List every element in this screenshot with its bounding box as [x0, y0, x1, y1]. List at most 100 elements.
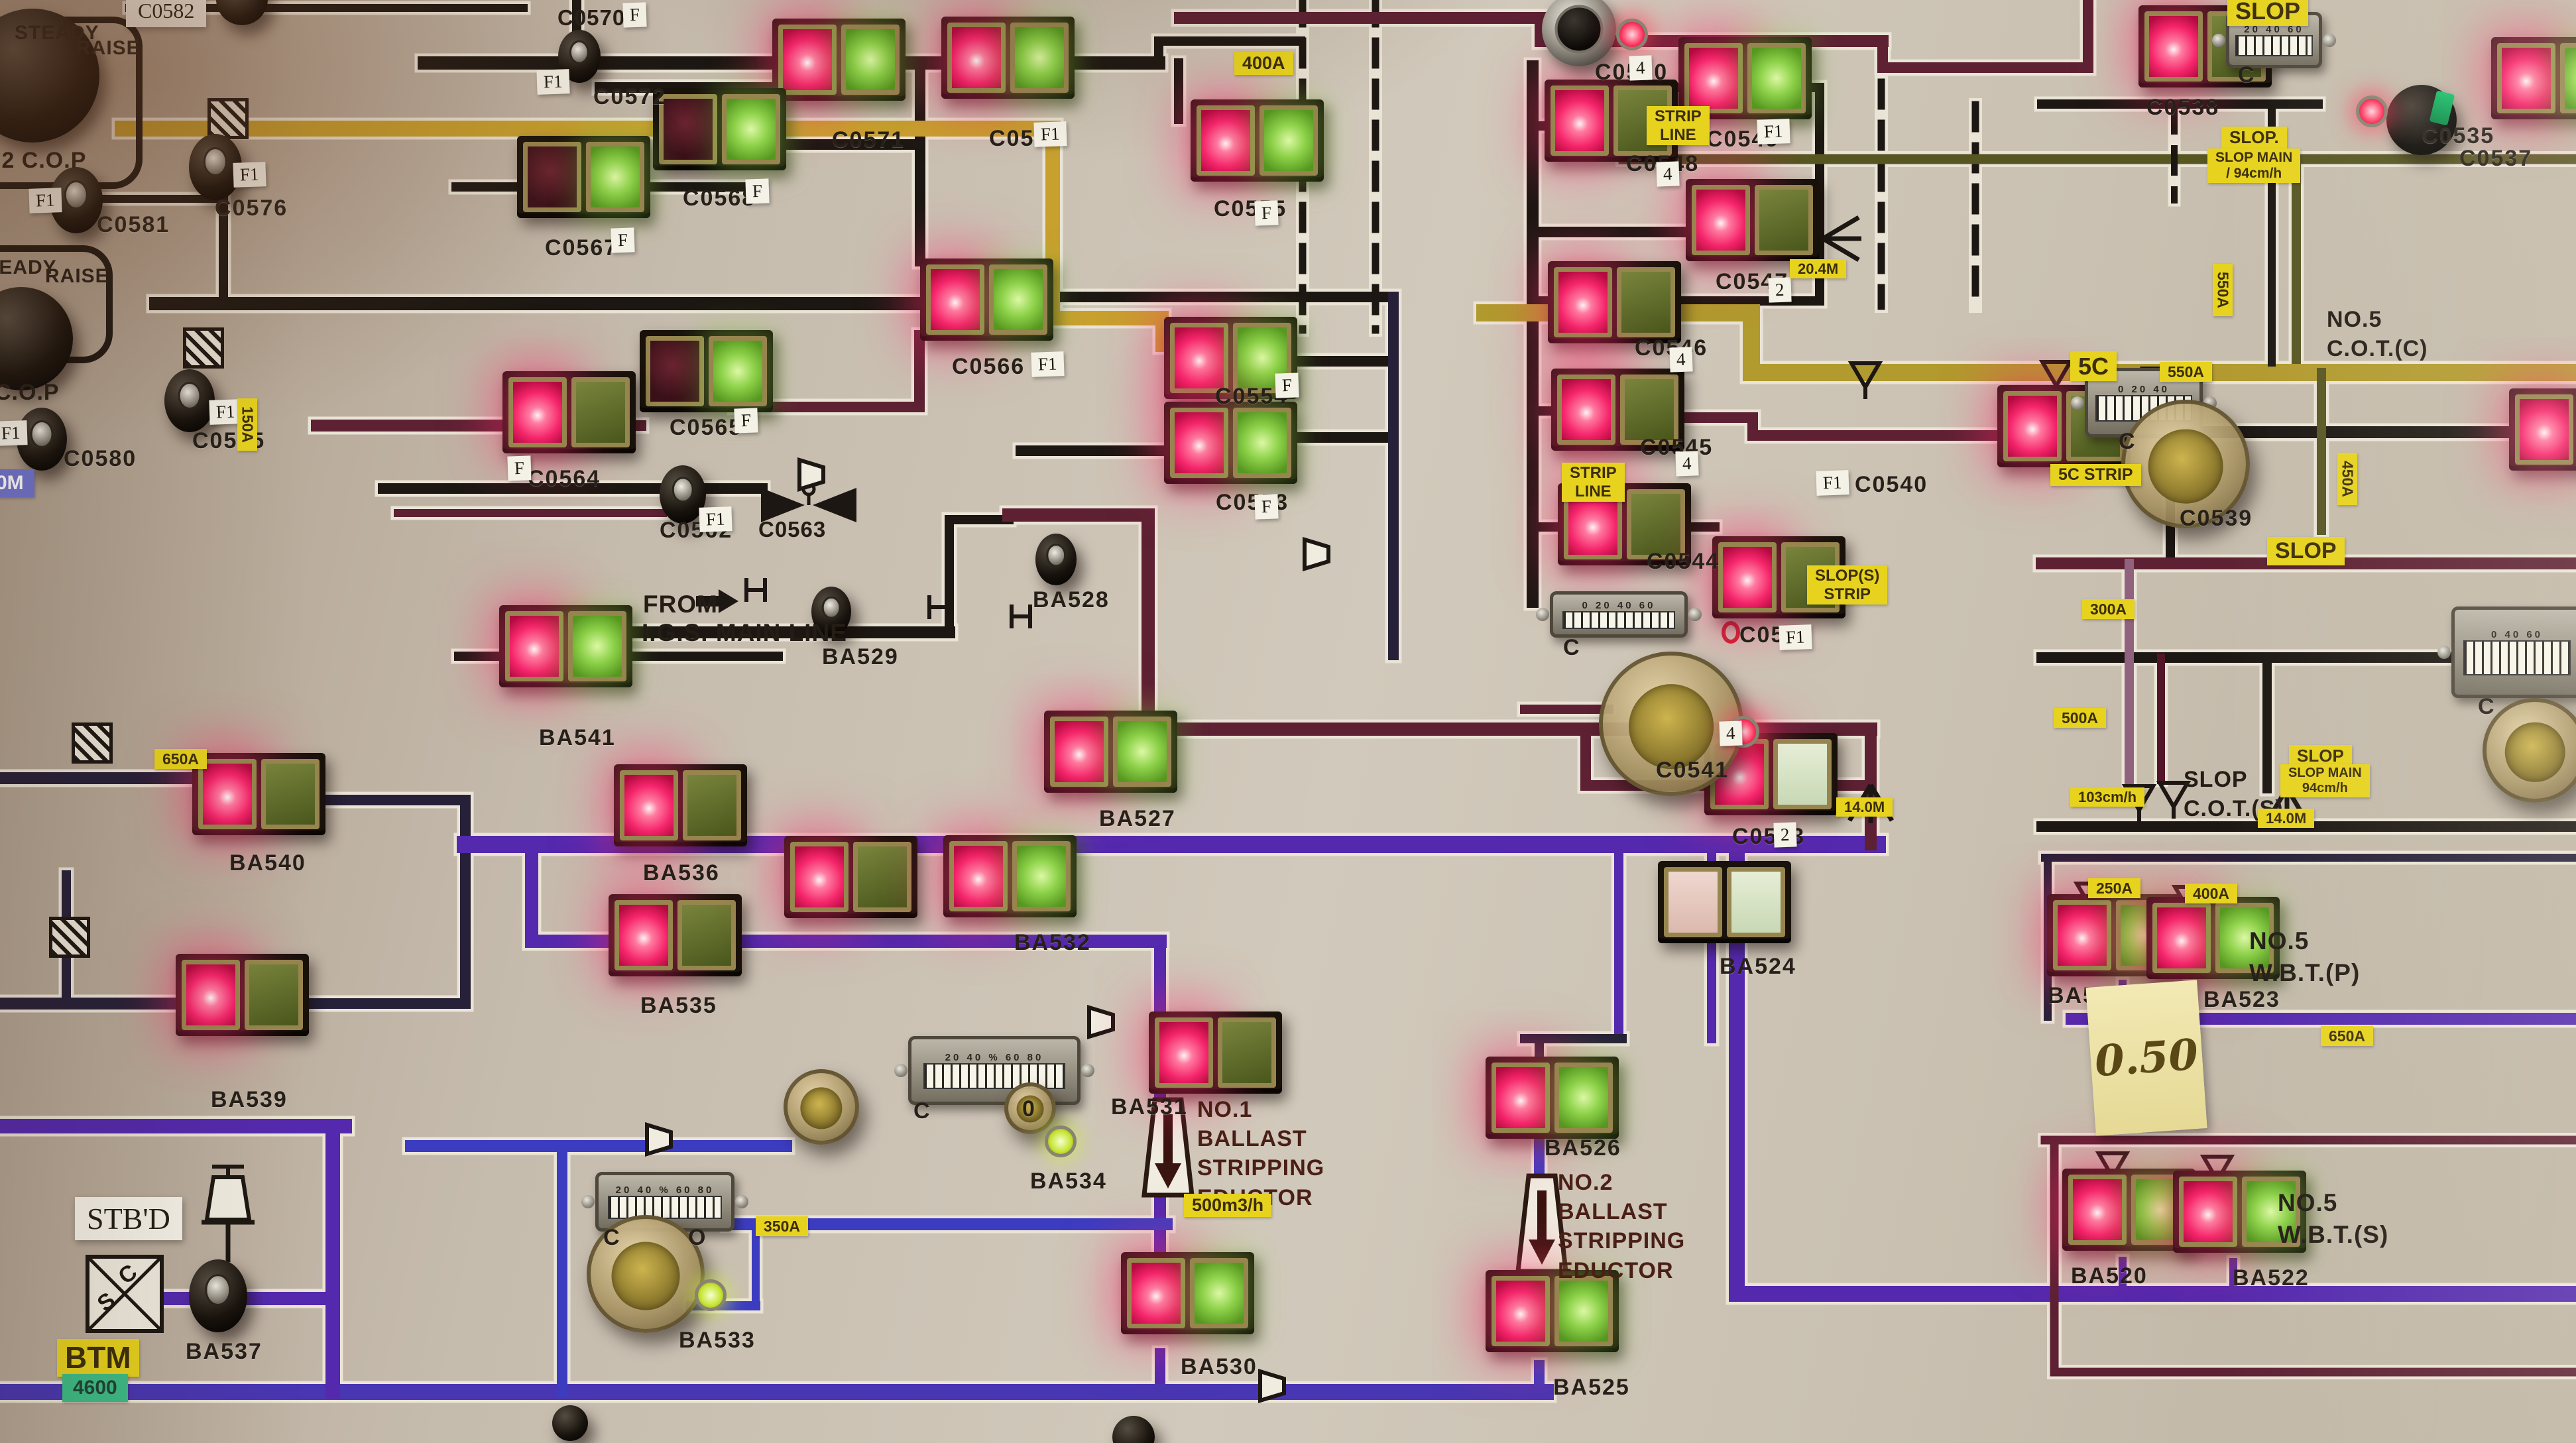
red-lamp: [1492, 1276, 1550, 1346]
indicator-label: BA524: [1720, 954, 1796, 979]
marker-tag: F1: [1757, 119, 1790, 144]
red-lamp: [182, 960, 240, 1030]
valve-knob-C0575[interactable]: [164, 369, 215, 432]
flow-tag: SLOP: [2289, 745, 2352, 768]
indicator-C0545: [1551, 369, 1684, 451]
panel-text: NO.2 BALLAST STRIPPING EDUCTOR: [1558, 1170, 1686, 1283]
valve-position-gauge: 0 20 40 60: [1536, 591, 1702, 638]
flow-tag: 5C: [2070, 351, 2117, 382]
knob-label: BA534: [1030, 1169, 1107, 1194]
knob-label: C0541: [1656, 758, 1729, 783]
valve-knob-BA533[interactable]: [587, 1215, 705, 1333]
indicator-label: BA527: [1099, 806, 1176, 831]
marker-tag: F: [1254, 200, 1279, 226]
green-lamp: [2242, 1177, 2300, 1247]
knob-tip: [1046, 543, 1066, 567]
knob-label: BA533: [679, 1328, 756, 1353]
panel-text: C.O.P: [0, 380, 60, 405]
green-lamp: [2560, 43, 2576, 113]
green-lamp: [586, 142, 644, 212]
valve-knob-C0537[interactable]: [2386, 85, 2457, 155]
name-plate: STB'D: [75, 1197, 182, 1240]
green-lamp: [1218, 1017, 1276, 1088]
indicator-BA522: [2173, 1171, 2306, 1253]
green-lamp: [1727, 867, 1785, 937]
ring-symbol: [1720, 620, 1741, 648]
green-lamp: [261, 759, 320, 829]
gauge-mark: C: [2238, 62, 2256, 87]
knob-label: BA529: [822, 644, 899, 669]
indicator-label: C0571: [832, 127, 906, 152]
valve-knob-BA528[interactable]: [1035, 534, 1077, 585]
flow-tag: 650A: [154, 749, 207, 770]
knob-label: C0576: [215, 196, 288, 221]
red-lamp: [2068, 1175, 2127, 1245]
flow-tag: 400A: [2185, 884, 2237, 904]
flow-tag: STRIP LINE: [1647, 106, 1710, 146]
green-lamp: [1755, 185, 1813, 255]
indicator-label: BA540: [229, 850, 306, 876]
green-lamp: [1190, 1258, 1248, 1328]
pilot-lamp-red: [2356, 95, 2388, 127]
marker-tag: F: [1254, 494, 1279, 520]
valve-knob-BA534[interactable]: [1004, 1082, 1056, 1134]
flow-tag: SLOP: [2227, 0, 2309, 27]
valve-knob-BA537[interactable]: [189, 1259, 247, 1332]
screw: [2437, 646, 2451, 659]
marker-tag: F: [1275, 373, 1299, 398]
indicator-BA531: [1149, 1011, 1282, 1094]
tridown-symbol: [1846, 357, 1885, 404]
knob-tip: [569, 40, 590, 64]
indicator-label: BA523: [2203, 987, 2280, 1012]
red-lamp: [2497, 43, 2555, 113]
valve-knob-C0550[interactable]: [1542, 0, 1616, 66]
red-lamp: [1554, 267, 1612, 337]
indicator-label: BA536: [643, 860, 720, 886]
arrowr-symbol: [693, 587, 741, 618]
knob-label: C0537: [2459, 146, 2533, 171]
indicator-label: BA531: [1111, 1094, 1188, 1120]
indicator-C0555: [1191, 99, 1324, 182]
flow-tag: 14.0M: [1836, 797, 1893, 817]
panel-text: .2 C.O.P: [0, 148, 87, 173]
panel-text: NO.5 W.B.T.(P): [2249, 927, 2361, 987]
red-lamp: [615, 900, 673, 970]
knob-tip: [64, 180, 89, 209]
indicator-BA541: [499, 605, 632, 687]
indicator-label: C0554: [1215, 384, 1289, 409]
knob-label: C0580: [64, 446, 137, 471]
indicator-C0569: [941, 17, 1075, 99]
red-lamp: [620, 770, 678, 840]
gauge-mark: O: [688, 1225, 707, 1250]
flow-tag: 20.4M: [1790, 259, 1847, 279]
red-lamp: [1050, 717, 1108, 787]
indicator-BA527: [1044, 711, 1177, 793]
marker-tag: 4: [1656, 161, 1680, 187]
red-lamp: [1684, 43, 1743, 113]
gauge-scale: [608, 1196, 722, 1219]
valve-knob-C0562[interactable]: [660, 465, 706, 524]
red-lamp: [1155, 1017, 1213, 1088]
marker-tag: 2: [1773, 822, 1797, 848]
valve-knob-unlabeled[interactable]: [2483, 698, 2576, 803]
valve-knob-unlabeled[interactable]: [552, 1405, 588, 1441]
indicator-C0567: [517, 136, 650, 218]
flow-tag: 250A: [2088, 878, 2140, 899]
panel-text: STEADY: [15, 22, 99, 44]
pilot-lamp-green: [695, 1279, 727, 1311]
flow-tag: SLOP: [2267, 537, 2345, 566]
red-lamp: [949, 841, 1008, 911]
knob-tip: [205, 1274, 231, 1306]
valve-knob-unlabeled[interactable]: [784, 1069, 859, 1145]
marker-tag: F1: [29, 188, 62, 213]
green-lamp: [1233, 323, 1291, 393]
screw: [894, 1064, 907, 1077]
valve-position-gauge: 20 40 % 60 80: [894, 1036, 1094, 1105]
marker-tag: F1: [536, 69, 570, 95]
indicator-C0549: [1678, 37, 1812, 119]
flow-tag: 450A: [2337, 453, 2358, 505]
valve-knob-BA529[interactable]: [811, 587, 851, 636]
knob-label: BA537: [186, 1339, 263, 1364]
